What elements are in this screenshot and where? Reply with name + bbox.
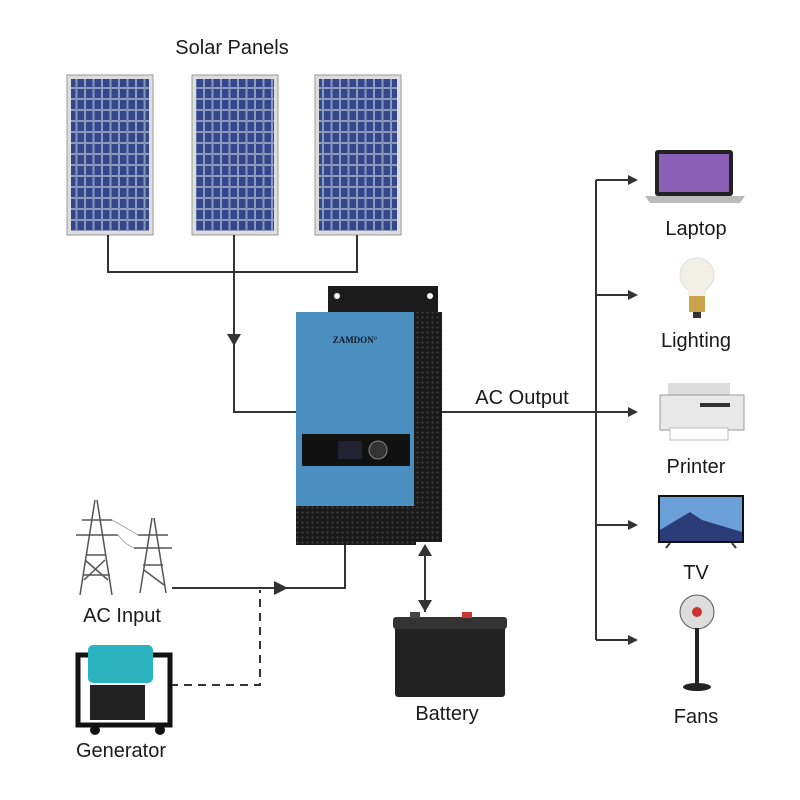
generator-label: Generator [75, 740, 167, 762]
inverter: ZAMDON° [296, 286, 442, 545]
laptop-icon [645, 150, 745, 203]
ac-output-label: AC Output [475, 387, 569, 409]
fans-label: Fans [673, 706, 719, 728]
fan-icon [679, 594, 715, 691]
solar-panel-2 [191, 74, 279, 236]
arrow-down-icon [418, 600, 432, 612]
brand-logo: ZAMDON° [333, 335, 378, 345]
printer-label: Printer [666, 456, 726, 478]
light-bulb-icon [679, 257, 715, 318]
printer-icon [659, 383, 745, 441]
arrow-up-icon [418, 544, 432, 556]
generator-icon [75, 645, 173, 735]
solar-panels-label: Solar Panels [175, 37, 289, 59]
arrow-right-icon [274, 581, 288, 595]
battery-icon [393, 612, 507, 697]
arrow-down-icon [227, 334, 241, 346]
transmission-tower-icon [76, 499, 172, 596]
wiring [107, 175, 638, 686]
tv-icon [658, 495, 744, 549]
solar-panel-3 [314, 74, 402, 236]
ac-input-label: AC Input [83, 605, 161, 627]
tv-label: TV [683, 562, 709, 584]
solar-panel-1 [66, 74, 154, 236]
battery-label: Battery [415, 703, 479, 725]
laptop-label: Laptop [665, 218, 727, 240]
lighting-label: Lighting [660, 330, 732, 352]
